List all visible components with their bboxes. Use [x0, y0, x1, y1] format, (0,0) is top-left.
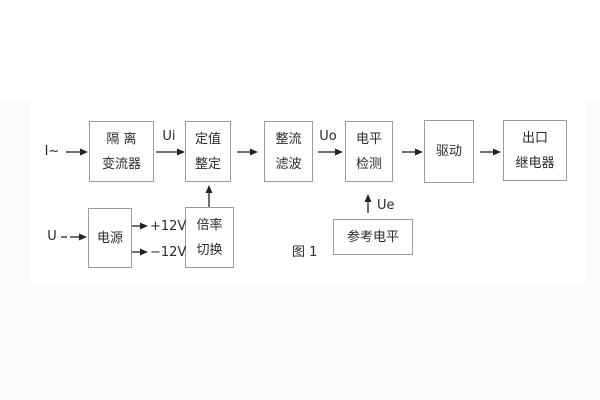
arrow-level-to-drive	[402, 148, 423, 156]
block-reference-level: 参考电平	[333, 219, 413, 255]
arrow-isolation-to-setpoint	[156, 148, 185, 156]
block-drive: 驱动	[424, 120, 474, 183]
arrow-reference-ue	[364, 194, 372, 213]
block-isolation-transformer: 隔 离 变流器	[89, 121, 154, 182]
label-ui: Ui	[162, 129, 176, 144]
block-label: 隔 离	[106, 131, 137, 147]
block-label: 变流器	[101, 156, 141, 172]
label-minus-12v: −12V	[150, 245, 187, 260]
label-input-current: I~	[44, 144, 60, 159]
block-label: 继电器	[515, 155, 555, 171]
label-uo: Uo	[319, 129, 337, 144]
arrow-input-current	[66, 148, 88, 156]
label-input-voltage: U	[47, 229, 57, 244]
arrow-power-minus12	[132, 248, 148, 256]
block-ratio-switch: 倍率 切换	[185, 207, 234, 268]
block-label: 滤波	[275, 156, 302, 172]
arrow-ratio-to-setpoint	[205, 185, 213, 207]
arrow-drive-to-output	[480, 148, 501, 156]
block-label: 整定	[194, 156, 221, 172]
label-plus-12v: +12V	[150, 219, 187, 234]
block-label: 电源	[96, 230, 123, 246]
arrow-power-plus12	[132, 222, 148, 230]
arrow-rectify-to-level	[318, 148, 343, 156]
block-label: 驱动	[435, 144, 462, 159]
block-label: 倍率	[196, 217, 223, 233]
block-setpoint-adjust: 定值 整定	[185, 121, 231, 182]
block-power-supply: 电源	[88, 208, 132, 268]
block-label: 切换	[196, 242, 223, 258]
block-rectify-filter: 整流 滤波	[264, 121, 313, 182]
block-output-relay: 出口 继电器	[503, 120, 567, 181]
block-label: 检测	[355, 156, 382, 172]
block-label: 参考电平	[346, 229, 399, 245]
block-label: 电平	[355, 131, 382, 147]
block-label: 出口	[521, 130, 548, 146]
figure-caption: 图 1	[292, 245, 318, 260]
arrow-setpoint-to-rectify	[237, 148, 258, 156]
arrow-input-voltage	[61, 233, 87, 241]
label-ue: Ue	[377, 198, 395, 213]
block-label: 整流	[275, 131, 302, 147]
block-label: 定值	[194, 131, 221, 147]
block-level-detect: 电平 检测	[345, 121, 393, 182]
